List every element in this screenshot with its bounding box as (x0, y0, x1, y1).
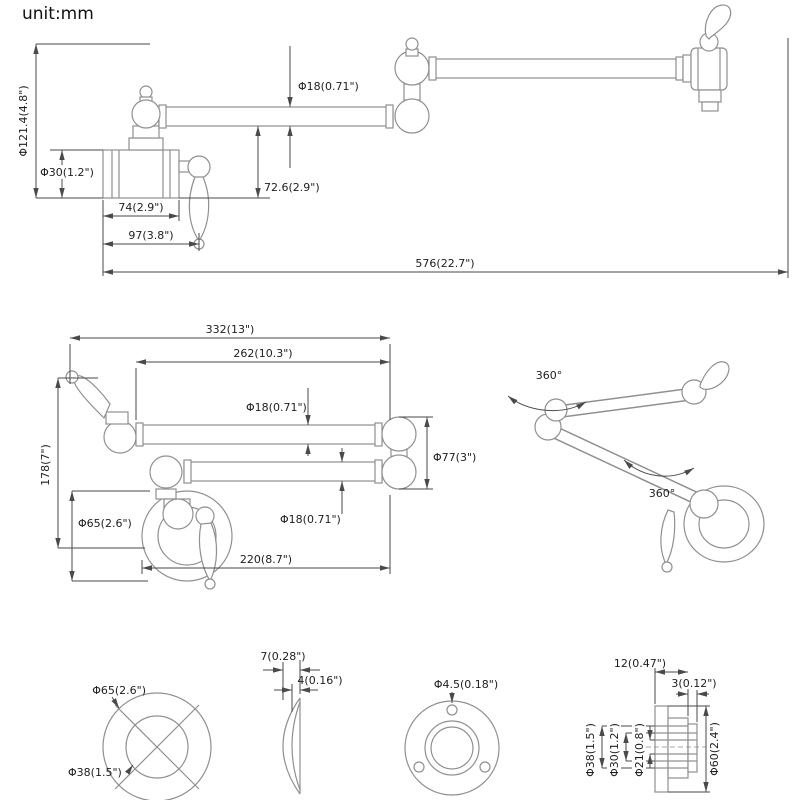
flange-front-view: Φ65(2.6") Φ38(1.5") (68, 684, 212, 800)
swivel-lever (660, 509, 676, 566)
dim-folded-height-label: 178(7") (39, 444, 52, 486)
lower-arm (158, 106, 394, 127)
unit-label: unit:mm (22, 4, 94, 24)
swivel-lower-label: 360° (649, 487, 676, 500)
dim-lower-arm-diameter-label: Φ18(0.71") (280, 513, 341, 526)
dim-flange-diameter-label: Φ65(2.6") (78, 517, 132, 530)
flange-thickness-label: 7(0.28") (260, 650, 305, 663)
valve-lever-handle (188, 176, 210, 243)
spout-outlet (698, 89, 722, 103)
mount-bore-21-label: Φ21(0.8") (633, 723, 646, 777)
flange-inner-diameter-label: Φ38(1.5") (68, 766, 122, 779)
mount-depth-label: 12(0.47") (614, 657, 666, 670)
middle-joint-lower-ball (394, 98, 430, 134)
mount-outer-diameter-label: Φ60(2.4") (708, 722, 721, 776)
dim-handle-reach-label: 97(3.8") (128, 229, 173, 242)
rotation-arrow-lower (623, 459, 695, 477)
extended-faucet (102, 4, 732, 250)
flange-inner-thickness-label: 4(0.16") (297, 674, 342, 687)
wall-plate-view: Φ4.5(0.18") (404, 678, 500, 796)
dim-arm-diameter-label: Φ18(0.71") (298, 80, 359, 93)
folded-dimensions: 332(13") 262(10.3") 178(7") Φ18(0.71") Φ… (39, 323, 476, 582)
screw-hole (446, 704, 458, 716)
spout-handle (704, 4, 732, 40)
swivel-upper-label: 360° (536, 369, 563, 382)
mount-bore-30-label: Φ30(1.2") (608, 723, 621, 777)
plate-hole-diameter-label: Φ4.5(0.18") (434, 678, 498, 691)
flange-side-view: 7(0.28") 4(0.16") (260, 650, 343, 795)
dim-spout-drop-label: 72.6(2.9") (264, 181, 320, 194)
riser-ball-joint (131, 99, 161, 129)
rotation-arrow-upper (507, 395, 587, 412)
spout-valve-body (690, 47, 728, 91)
dim-fold-width-label: 332(13") (206, 323, 255, 336)
dim-joint-diameter-label: Φ77(3") (433, 451, 476, 464)
dim-body-diameter-label: Φ30(1.2") (40, 166, 94, 179)
dim-body-length-label: 74(2.9") (118, 201, 163, 214)
mount-bore-38-label: Φ38(1.5") (584, 723, 597, 777)
upper-arm (428, 58, 684, 79)
flange-outer-diameter-label: Φ65(2.6") (92, 684, 146, 697)
mount-section-view: 12(0.47") 3(0.12") Φ38(1.5") Φ30(1.2") Φ… (583, 657, 721, 793)
dim-lower-arm-length-label: 220(8.7") (240, 553, 292, 566)
dim-upper-arm-diameter-label: Φ18(0.71") (246, 401, 307, 414)
dim-overall-height-label: Φ121.4(4.8") (17, 85, 30, 156)
finial-ball (139, 85, 153, 99)
extended-dimensions: Φ121.4(4.8") Φ30(1.2") Φ18(0.71") 72.6(2… (17, 38, 789, 278)
folded-faucet (65, 370, 417, 590)
swivel-handle (699, 361, 730, 390)
dim-upper-arm-length-label: 262(10.3") (233, 347, 292, 360)
screw-hole (479, 761, 491, 773)
screw-hole (413, 761, 425, 773)
folded-top-handle (73, 375, 111, 420)
dim-total-reach-label: 576(22.7") (415, 257, 474, 270)
mount-lip-label: 3(0.12") (671, 677, 716, 690)
swivel-view: 360° 360° (507, 361, 765, 573)
